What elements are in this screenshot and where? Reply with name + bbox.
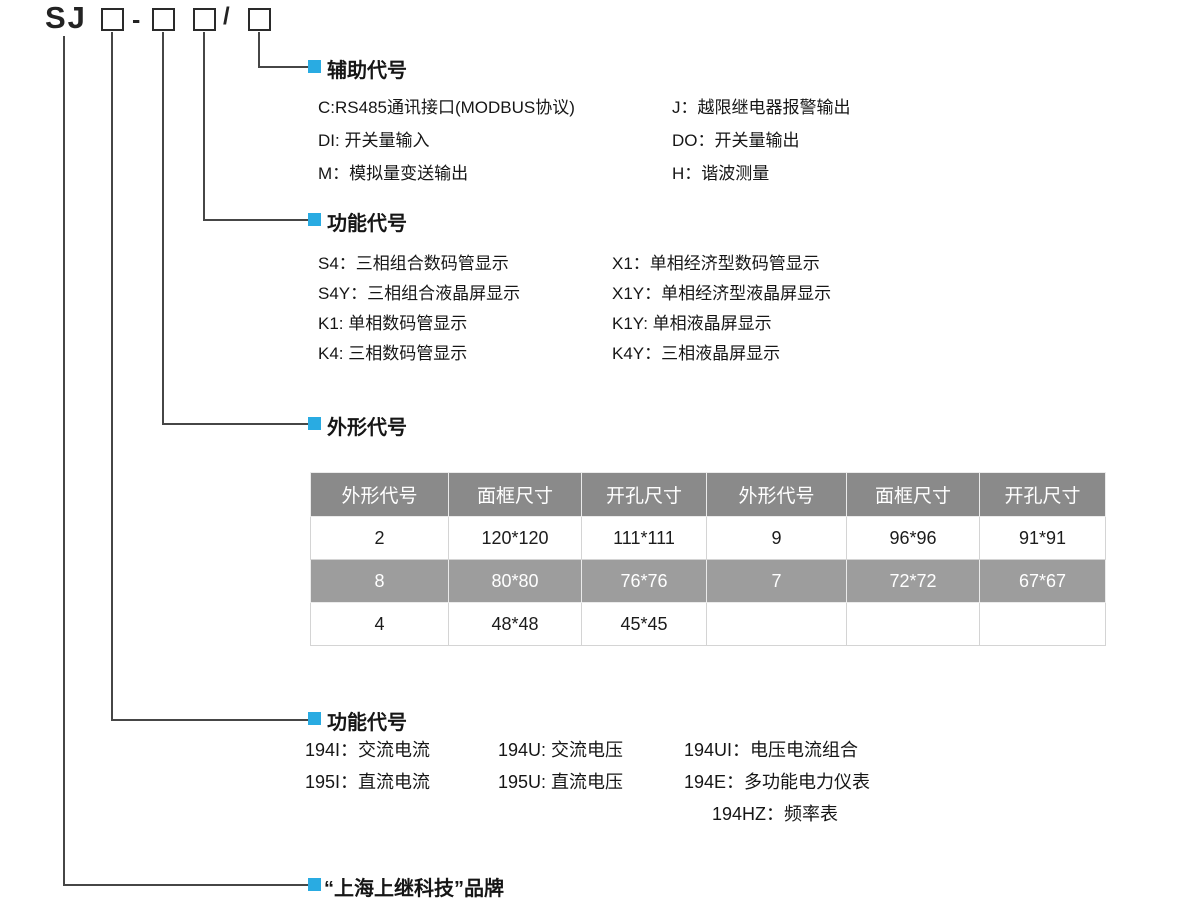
shape-codes-section-title: 外形代号 [327,417,407,439]
display-code-item: K1Y: 单相液晶屏显示 [612,314,772,333]
table-cell: 120*120 [448,516,582,560]
table-cell: 72*72 [846,559,980,603]
display-code-item: X1Y：单相经济型液晶屏显示 [612,284,832,303]
connector-auxiliary-vertical [258,32,260,68]
function-code-item: 194I：交流电流 [305,740,431,760]
table-header-cell: 面框尺寸 [448,472,582,517]
table-cell: 80*80 [448,559,582,603]
function-codes-section-title: 功能代号 [327,712,407,734]
table-header-cell: 开孔尺寸 [581,472,707,517]
connector-auxiliary-horizontal [258,66,308,68]
table-cell: 45*45 [581,602,707,646]
auxiliary-item: DI: 开关量输入 [318,131,430,150]
table-header-cell: 面框尺寸 [846,472,980,517]
model-dash: - [132,6,141,34]
display-code-item: X1：单相经济型数码管显示 [612,254,820,273]
display-code-item: S4Y：三相组合液晶屏显示 [318,284,521,303]
connector-brand-vertical [63,36,65,886]
model-code-box-1 [101,8,124,31]
display-codes-bullet-icon [308,213,321,226]
auxiliary-item: H：谐波测量 [672,164,770,183]
table-cell: 9 [706,516,847,560]
function-code-item: 195U: 直流电压 [498,772,624,792]
table-cell: 91*91 [979,516,1106,560]
connector-brand-horizontal [63,884,308,886]
auxiliary-item: C:RS485通讯接口(MODBUS协议) [318,98,575,117]
table-header-cell: 外形代号 [310,472,449,517]
function-code-item: 194HZ：频率表 [712,804,839,824]
connector-function-vertical [111,32,113,721]
connector-shape-vertical [162,32,164,425]
table-cell: 111*111 [581,516,707,560]
table-cell: 67*67 [979,559,1106,603]
table-cell: 4 [310,602,449,646]
table-cell [846,602,980,646]
function-code-item: 194U: 交流电压 [498,740,624,760]
table-cell: 48*48 [448,602,582,646]
table-header-cell: 外形代号 [706,472,847,517]
connector-display-vertical [203,32,205,221]
table-cell: 7 [706,559,847,603]
model-slash: / [223,3,230,30]
model-code-box-3 [193,8,216,31]
model-prefix: SJ [45,0,87,35]
connector-shape-horizontal [162,423,308,425]
table-cell [979,602,1106,646]
table-cell [706,602,847,646]
display-codes-section-title: 功能代号 [327,213,407,235]
auxiliary-item: M：模拟量变送输出 [318,164,469,183]
display-code-item: K1: 单相数码管显示 [318,314,468,333]
connector-display-horizontal [203,219,308,221]
display-code-item: K4: 三相数码管显示 [318,344,468,363]
table-header-row: 外形代号 面框尺寸 开孔尺寸 外形代号 面框尺寸 开孔尺寸 [310,472,1106,517]
auxiliary-item: J：越限继电器报警输出 [672,98,851,117]
function-code-item: 195I：直流电流 [305,772,431,792]
table-cell: 76*76 [581,559,707,603]
model-code-box-2 [152,8,175,31]
function-code-item: 194UI：电压电流组合 [684,740,859,760]
connector-function-horizontal [111,719,308,721]
table-row: 4 48*48 45*45 [310,602,1106,646]
auxiliary-section-title: 辅助代号 [327,60,407,82]
model-code-box-4 [248,8,271,31]
table-header-cell: 开孔尺寸 [979,472,1106,517]
table-cell: 96*96 [846,516,980,560]
auxiliary-item: DO：开关量输出 [672,131,800,150]
brand-bullet-icon [308,878,321,891]
shape-code-table: 外形代号 面框尺寸 开孔尺寸 外形代号 面框尺寸 开孔尺寸 2 120*120 … [310,472,1106,646]
table-row: 2 120*120 111*111 9 96*96 91*91 [310,516,1106,560]
function-code-item: 194E：多功能电力仪表 [684,772,871,792]
table-cell: 8 [310,559,449,603]
table-row: 8 80*80 76*76 7 72*72 67*67 [310,559,1106,603]
shape-codes-bullet-icon [308,417,321,430]
display-code-item: S4：三相组合数码管显示 [318,254,509,273]
function-codes-bullet-icon [308,712,321,725]
display-code-item: K4Y：三相液晶屏显示 [612,344,781,363]
auxiliary-bullet-icon [308,60,321,73]
brand-title: “上海上继科技”品牌 [324,878,504,900]
table-cell: 2 [310,516,449,560]
